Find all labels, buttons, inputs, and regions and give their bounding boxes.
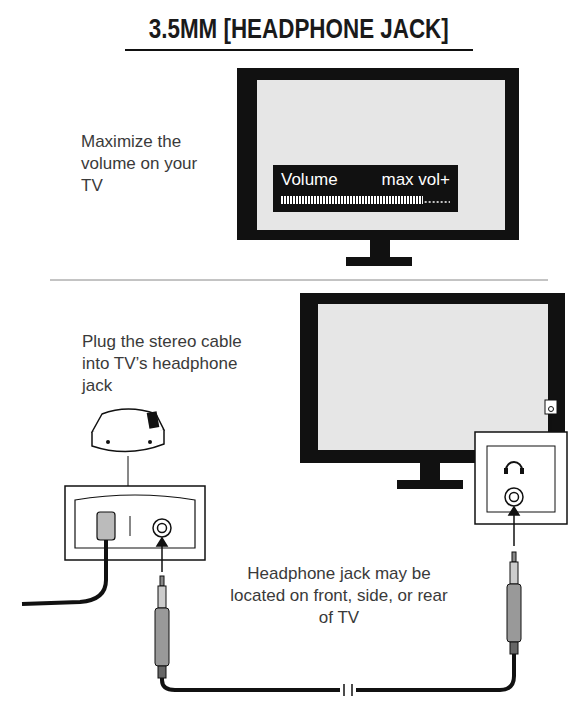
volume-ticks — [281, 196, 450, 206]
instruction-text: Maximize the volume on your TV — [81, 131, 221, 197]
page-title: 3.5MM [HEADPHONE JACK] — [149, 14, 449, 45]
jack-inset — [475, 432, 567, 524]
title-underline — [125, 49, 473, 51]
device-inset — [22, 486, 205, 604]
volume-max-label: max vol+ — [382, 170, 451, 190]
tv-top — [237, 68, 519, 266]
instruction-text: Plug the stereo cable into TV’s headphon… — [82, 331, 252, 397]
jack-arrows — [157, 507, 519, 572]
volume-bar: Volume max vol+ — [273, 165, 458, 212]
stereo-cable — [155, 552, 521, 696]
note-text: Headphone jack may be located on front, … — [228, 563, 450, 629]
volume-label: Volume — [281, 170, 338, 190]
transmitter — [92, 409, 164, 486]
divider — [50, 280, 548, 281]
